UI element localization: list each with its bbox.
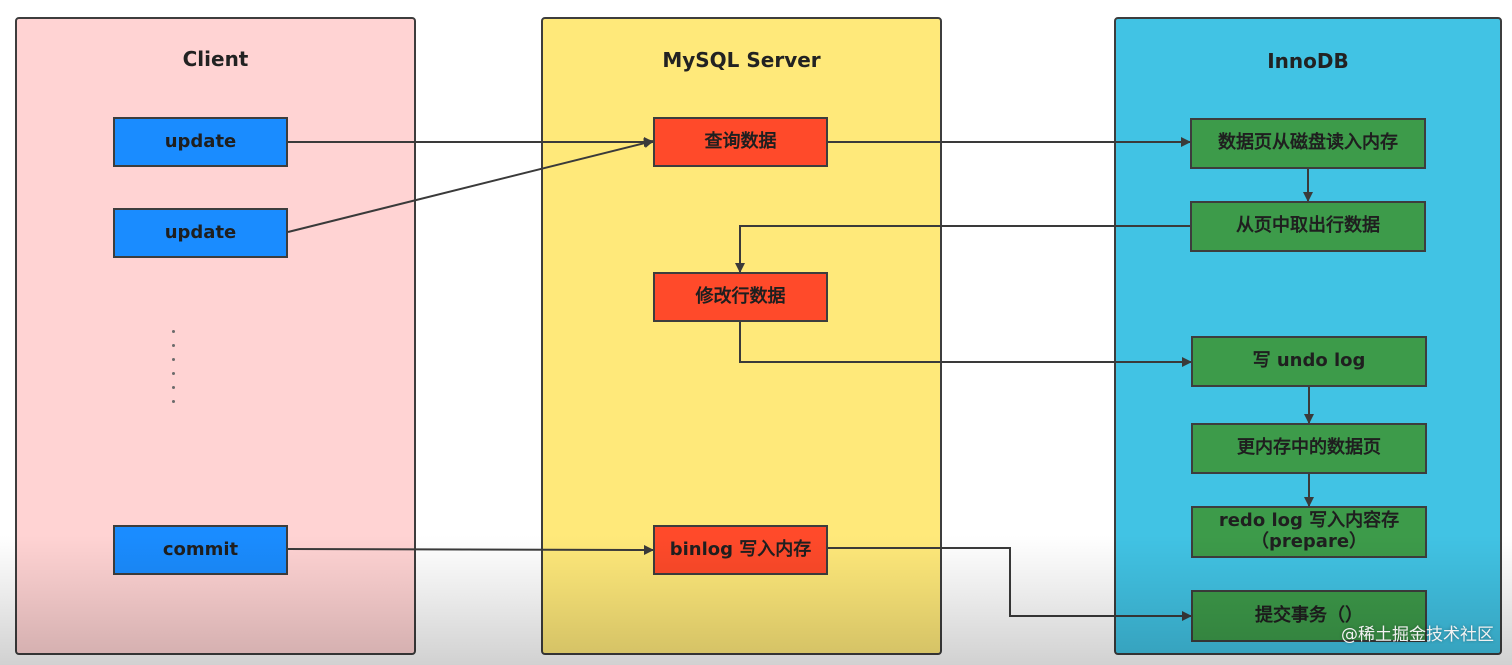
innodb-box-write-undo-log-label: 写 undo log xyxy=(1252,350,1366,372)
innodb-box-update-page-label: 更内存中的数据页 xyxy=(1237,437,1381,459)
client-box-commit[interactable]: commit xyxy=(113,525,288,575)
lane-innodb-title: InnoDB xyxy=(1267,49,1349,73)
innodb-box-update-page[interactable]: 更内存中的数据页 xyxy=(1191,423,1427,474)
lane-mysql-server-title: MySQL Server xyxy=(662,48,821,72)
server-box-binlog-write-label: binlog 写入内存 xyxy=(669,538,812,560)
innodb-box-redo-log-prepare[interactable]: redo log 写入内容存 （prepare） xyxy=(1191,506,1427,558)
server-box-binlog-write[interactable]: binlog 写入内存 xyxy=(653,525,828,575)
watermark-text: @稀土掘金技术社区 xyxy=(1341,625,1494,645)
client-box-update-1[interactable]: update xyxy=(113,117,288,167)
innodb-box-load-page-label: 数据页从磁盘读入内存 xyxy=(1218,132,1398,154)
server-box-modify-row[interactable]: 修改行数据 xyxy=(653,272,828,322)
client-box-update-1-label: update xyxy=(164,130,237,152)
ellipsis-dots xyxy=(172,330,176,414)
innodb-box-write-undo-log[interactable]: 写 undo log xyxy=(1191,336,1427,387)
client-box-update-2[interactable]: update xyxy=(113,208,288,258)
server-box-query-data-label: 查询数据 xyxy=(704,130,777,152)
innodb-box-prepare-label: （prepare） xyxy=(1250,531,1368,552)
lane-client-title: Client xyxy=(182,47,249,71)
server-box-query-data[interactable]: 查询数据 xyxy=(653,117,828,167)
innodb-box-fetch-row[interactable]: 从页中取出行数据 xyxy=(1190,201,1426,252)
innodb-box-commit-transaction[interactable]: 提交事务（） xyxy=(1191,590,1427,642)
client-box-commit-label: commit xyxy=(162,538,239,560)
client-box-update-2-label: update xyxy=(164,221,237,243)
innodb-box-load-page[interactable]: 数据页从磁盘读入内存 xyxy=(1190,118,1426,169)
innodb-box-redo-log-label: redo log 写入内容存 xyxy=(1218,510,1400,532)
innodb-box-commit-transaction-label: 提交事务（） xyxy=(1255,604,1363,626)
server-box-modify-row-label: 修改行数据 xyxy=(695,285,786,307)
innodb-box-fetch-row-label: 从页中取出行数据 xyxy=(1236,215,1380,237)
